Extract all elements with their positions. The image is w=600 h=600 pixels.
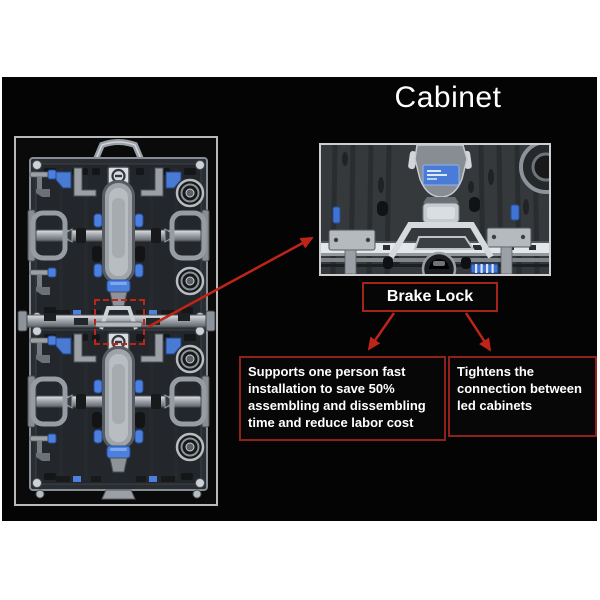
brake-lock-closeup-image: [319, 143, 551, 276]
note-connection-benefit: Tightens the connection between led cabi…: [448, 356, 597, 437]
page-title: Cabinet: [394, 81, 502, 114]
brake-lock-closeup-illustration: [321, 145, 549, 274]
dashed-red-highlight-box: [94, 299, 145, 345]
note-installation-benefit: Supports one person fast installation to…: [239, 356, 446, 441]
brake-lock-label: Brake Lock: [362, 282, 498, 312]
